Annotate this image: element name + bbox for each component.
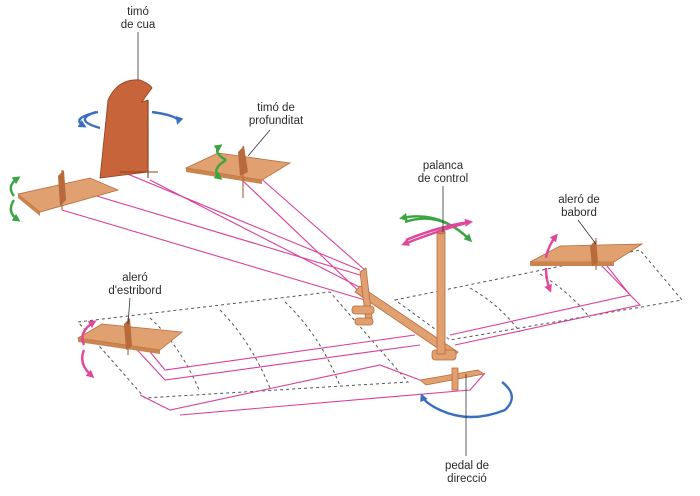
control-stick-label: palanca de control [417, 160, 469, 185]
rudder-label: timó de cua [120, 6, 156, 31]
left-aileron-arrow-up [544, 233, 558, 259]
tail-plane [17, 170, 120, 216]
pedal-motion-arrow [420, 381, 513, 419]
stick-motion-arrow-green-back [399, 213, 471, 241]
elevator-label: timó de profunditat [248, 102, 304, 127]
right-aileron [76, 318, 184, 355]
elevator-motion-arrow-down [213, 158, 227, 180]
rudder-pedal [419, 367, 486, 391]
stick-motion-arrow-pink-back [401, 220, 471, 246]
tail-motion-arrow-up [9, 176, 21, 197]
left-aileron [529, 238, 644, 270]
wing-outline-right [76, 291, 410, 399]
rudder [99, 79, 158, 179]
right-aileron-arrow-down [81, 349, 95, 378]
left-aileron-label: aleró de babord [558, 194, 600, 219]
left-aileron-arrow-down [544, 267, 552, 293]
right-aileron-arrow-up [81, 320, 97, 346]
right-aileron-label: aleró d'estribord [108, 272, 162, 297]
elevator-motion-arrow-up [213, 144, 227, 162]
leader-lines [127, 32, 597, 456]
elevator [184, 146, 292, 198]
rudder-pedal-label: pedal de direcció [444, 460, 490, 485]
tail-motion-arrow-down [9, 199, 21, 222]
control-mechanism [351, 229, 459, 361]
rudder-motion-arrow-left [77, 110, 99, 128]
